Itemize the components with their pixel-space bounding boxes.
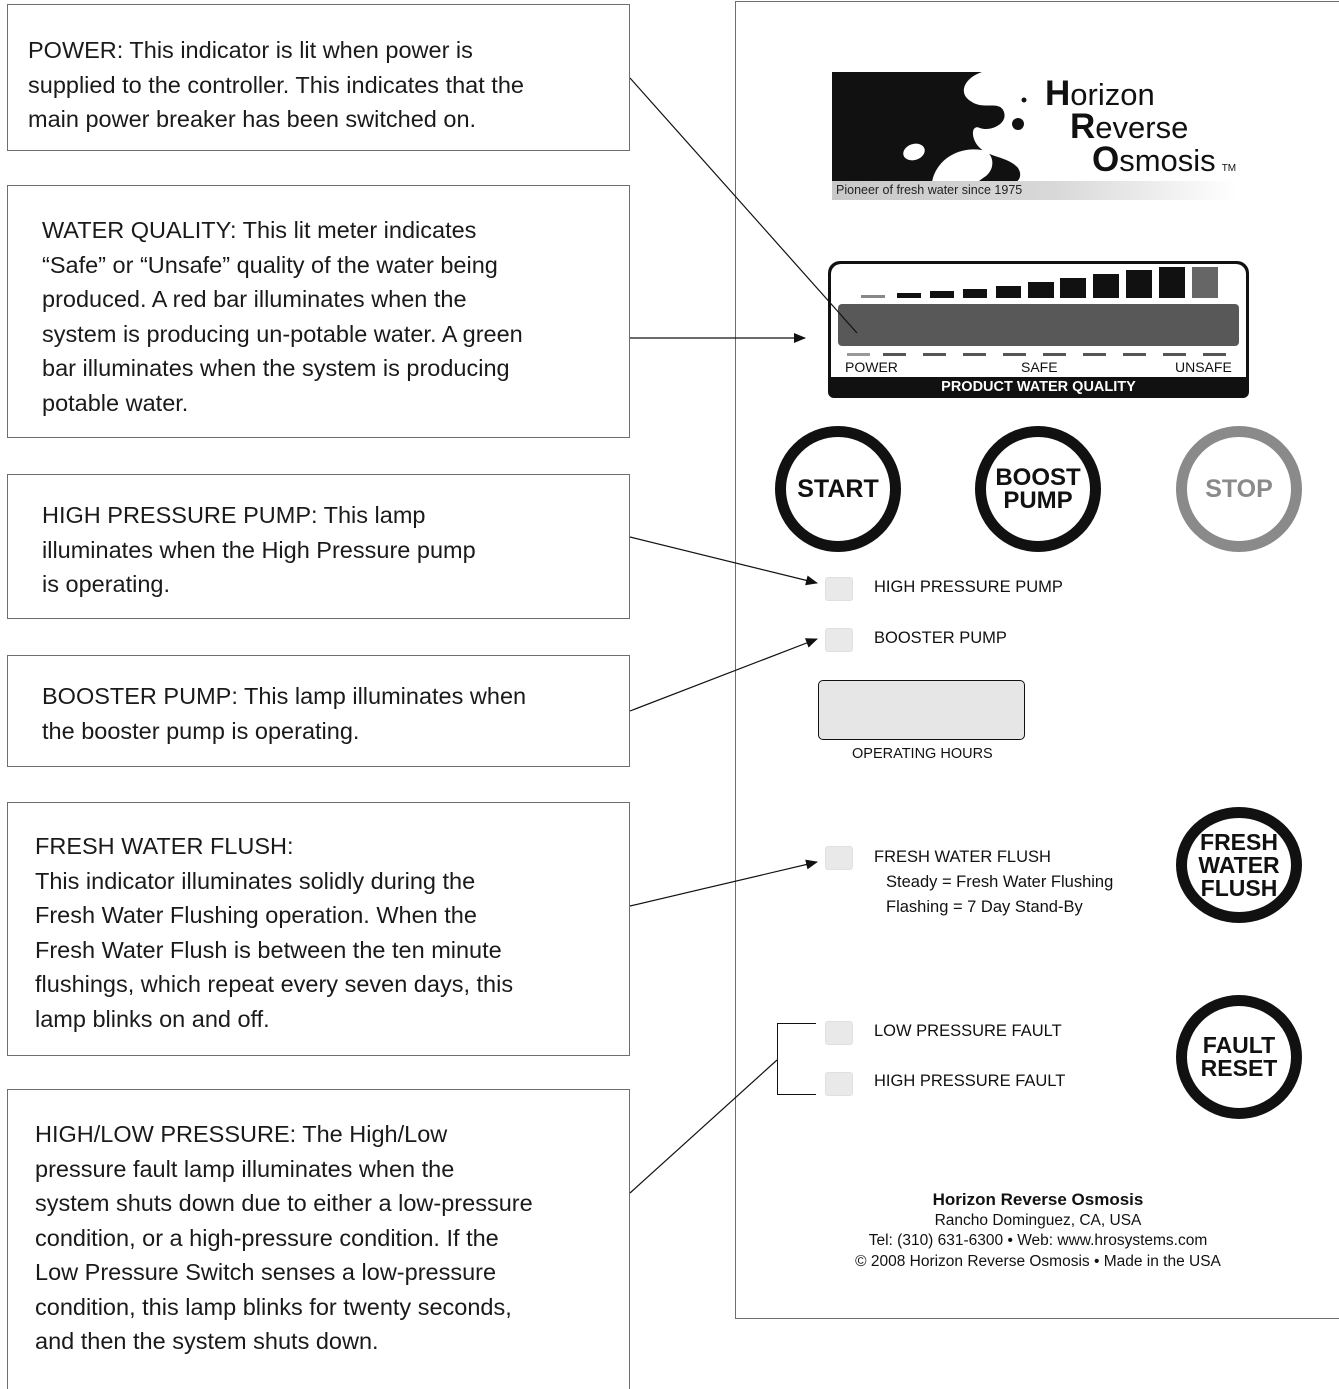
water-quality-meter: POWER SAFE UNSAFE PRODUCT WATER QUALITY: [828, 261, 1249, 398]
footer-contact: Tel: (310) 631-6300 • Web: www.hrosystem…: [868, 1232, 1208, 1249]
callout-water-quality-text: WATER QUALITY: This lit meter indicates …: [42, 217, 523, 416]
callout-high-pressure-pump-text: HIGH PRESSURE PUMP: This lamp illuminate…: [42, 502, 476, 597]
logo-tagline: Pioneer of fresh water since 1975: [832, 181, 1237, 200]
meter-label-power: POWER: [845, 359, 898, 375]
flush-steady-note: Steady = Fresh Water Flushing: [886, 873, 1114, 891]
high-pressure-fault-label: HIGH PRESSURE FAULT: [874, 1072, 1066, 1090]
high-pressure-fault-lamp: [825, 1072, 853, 1096]
operating-hours-display: [818, 680, 1025, 740]
booster-pump-label: BOOSTER PUMP: [874, 629, 1007, 647]
low-pressure-fault-lamp: [825, 1021, 853, 1045]
callout-power-text: POWER: This indicator is lit when power …: [28, 37, 524, 132]
low-pressure-fault-label: LOW PRESSURE FAULT: [874, 1022, 1062, 1040]
flush-flashing-note: Flashing = 7 Day Stand-By: [886, 898, 1083, 916]
boost-pump-button[interactable]: BOOST PUMP: [975, 426, 1101, 552]
callout-power: POWER: This indicator is lit when power …: [7, 4, 630, 151]
start-button[interactable]: START: [775, 426, 901, 552]
booster-pump-lamp: [825, 628, 853, 652]
footer-location: Rancho Dominguez, CA, USA: [934, 1211, 1142, 1229]
operating-hours-label: OPERATING HOURS: [852, 746, 993, 762]
high-pressure-pump-label: HIGH PRESSURE PUMP: [874, 578, 1063, 596]
fresh-water-flush-label: FRESH WATER FLUSH: [874, 848, 1051, 866]
fault-bracket: [777, 1023, 816, 1095]
leader-high-pressure-pump: [629, 536, 818, 586]
callout-fresh-water-flush-text: FRESH WATER FLUSH: This indicator illumi…: [35, 833, 514, 1032]
footer-copyright: © 2008 Horizon Reverse Osmosis • Made in…: [855, 1252, 1221, 1270]
leader-fresh-water-flush: [629, 859, 818, 907]
fault-reset-button[interactable]: FAULT RESET: [1176, 995, 1302, 1119]
callout-water-quality: WATER QUALITY: This lit meter indicates …: [7, 185, 630, 438]
leader-high-low-pressure: [629, 1059, 778, 1194]
meter-title: PRODUCT WATER QUALITY: [941, 379, 1136, 395]
quality-bar: [838, 304, 1239, 346]
high-pressure-pump-lamp: [825, 577, 853, 601]
fresh-water-flush-lamp: [825, 846, 853, 870]
callout-fresh-water-flush: FRESH WATER FLUSH: This indicator illumi…: [7, 802, 630, 1056]
callout-high-low-pressure: HIGH/LOW PRESSURE: The High/Low pressure…: [7, 1089, 630, 1389]
callout-booster-pump: BOOSTER PUMP: This lamp illuminates when…: [7, 655, 630, 767]
meter-label-safe: SAFE: [1021, 359, 1058, 375]
footer-company: Horizon Reverse Osmosis: [932, 1190, 1144, 1209]
fresh-water-flush-button[interactable]: FRESH WATER FLUSH: [1176, 807, 1302, 923]
meter-label-unsafe: UNSAFE: [1175, 359, 1232, 375]
stop-button[interactable]: STOP: [1176, 426, 1302, 552]
logo-graphic: [832, 72, 1027, 182]
callout-high-low-pressure-text: HIGH/LOW PRESSURE: The High/Low pressure…: [35, 1121, 533, 1354]
leader-booster-pump: [629, 638, 818, 712]
panel-footer: Horizon Reverse Osmosis Rancho Dominguez…: [820, 1190, 1256, 1272]
callout-high-pressure-pump: HIGH PRESSURE PUMP: This lamp illuminate…: [7, 474, 630, 619]
callout-booster-pump-text: BOOSTER PUMP: This lamp illuminates when…: [42, 683, 527, 744]
leader-power: [629, 77, 858, 334]
